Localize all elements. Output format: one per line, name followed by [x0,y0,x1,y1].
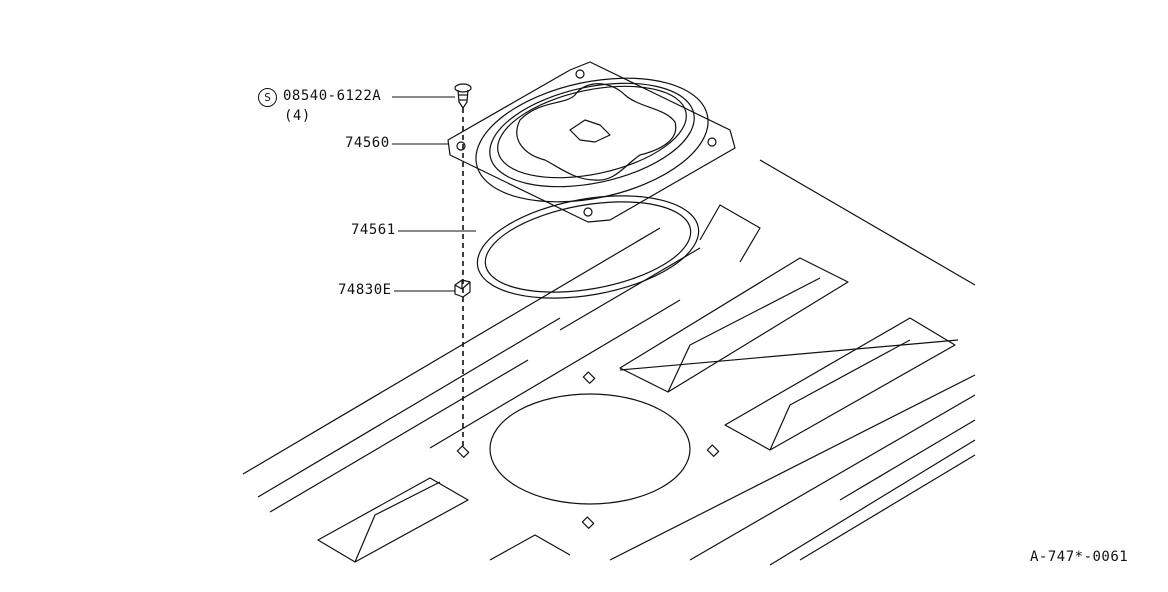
gasket-ring [476,195,700,299]
speaker-hole [489,393,691,505]
screw-icon [454,83,472,109]
part-quantity-screw: (4) [284,108,311,124]
floor-panel [242,159,976,566]
leader-lines [392,96,476,292]
standard-part-symbol: S [258,88,277,107]
drawing-code: A-747*-0061 [1030,549,1129,565]
part-label-nut: 74830E [338,282,392,298]
speaker-cover [447,61,736,223]
mounting-holes [456,371,720,529]
part-label-gasket: 74561 [351,222,396,238]
part-label-screw: 08540-6122A [283,88,382,104]
part-label-cover: 74560 [345,135,390,151]
nut-icon [454,279,471,298]
channel-recesses [317,204,956,563]
